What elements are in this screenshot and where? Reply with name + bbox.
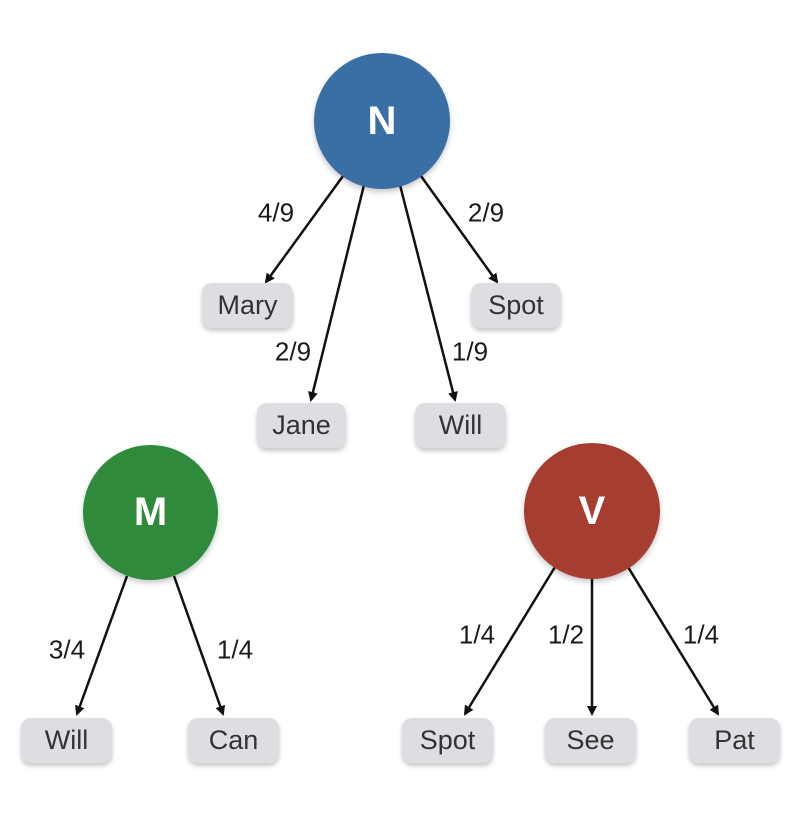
word-box-pat: Pat — [689, 718, 780, 763]
tag-node-m: M — [83, 445, 218, 580]
word-box-jane: Jane — [257, 403, 346, 448]
edge-label-n-jane: 2/9 — [274, 336, 312, 367]
edge-n-jane — [308, 184, 366, 402]
word-box-can: Can — [188, 718, 279, 763]
edge-n-spot — [419, 175, 499, 284]
edge-label-m-can: 1/4 — [216, 634, 254, 665]
edge-label-n-mary: 4/9 — [257, 197, 295, 228]
edge-label-m-will: 3/4 — [48, 634, 86, 665]
word-box-spot: Spot — [471, 283, 561, 328]
edge-label-v-see: 1/2 — [547, 619, 585, 650]
word-box-mary: Mary — [202, 283, 293, 328]
edge-n-will — [398, 184, 458, 402]
word-box-will-modal: Will — [21, 718, 112, 763]
edge-label-n-spot: 2/9 — [467, 197, 505, 228]
edge-label-v-pat: 1/4 — [682, 619, 720, 650]
edge-m-can — [172, 575, 226, 716]
edge-v-spot — [463, 566, 557, 716]
tag-node-n: N — [314, 53, 450, 189]
word-box-spot-verb: Spot — [402, 718, 493, 763]
edge-label-v-spot: 1/4 — [458, 619, 496, 650]
tag-node-v: V — [524, 443, 660, 579]
edge-n-mary — [264, 175, 345, 284]
word-box-will: Will — [415, 403, 506, 448]
word-box-see: See — [545, 718, 636, 763]
edge-m-will — [75, 575, 129, 716]
edge-label-n-will: 1/9 — [451, 336, 489, 367]
edge-v-pat — [626, 566, 720, 716]
